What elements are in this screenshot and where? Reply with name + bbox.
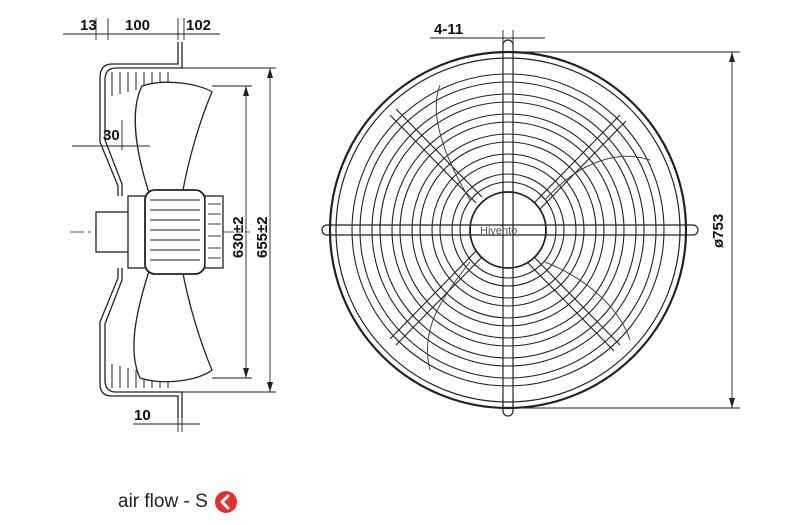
brand-logo: Hivento bbox=[480, 225, 517, 237]
dim-diameter: ø753 bbox=[710, 214, 727, 248]
dim-13: 13 bbox=[80, 17, 97, 34]
air-flow-caption: air flow - S bbox=[118, 490, 238, 514]
side-view bbox=[63, 18, 276, 432]
dim-10: 10 bbox=[134, 407, 151, 424]
air-flow-label: air flow - S bbox=[118, 491, 208, 512]
dim-630: 630±2 bbox=[230, 216, 247, 258]
dim-102: 102 bbox=[186, 17, 211, 34]
dim-655: 655±2 bbox=[254, 216, 271, 258]
left-arrow-in-circle-icon bbox=[214, 490, 238, 514]
dim-30: 30 bbox=[103, 127, 120, 144]
dim-holes: 4-11 bbox=[434, 21, 463, 38]
front-view bbox=[321, 30, 740, 417]
dim-100: 100 bbox=[125, 17, 150, 34]
